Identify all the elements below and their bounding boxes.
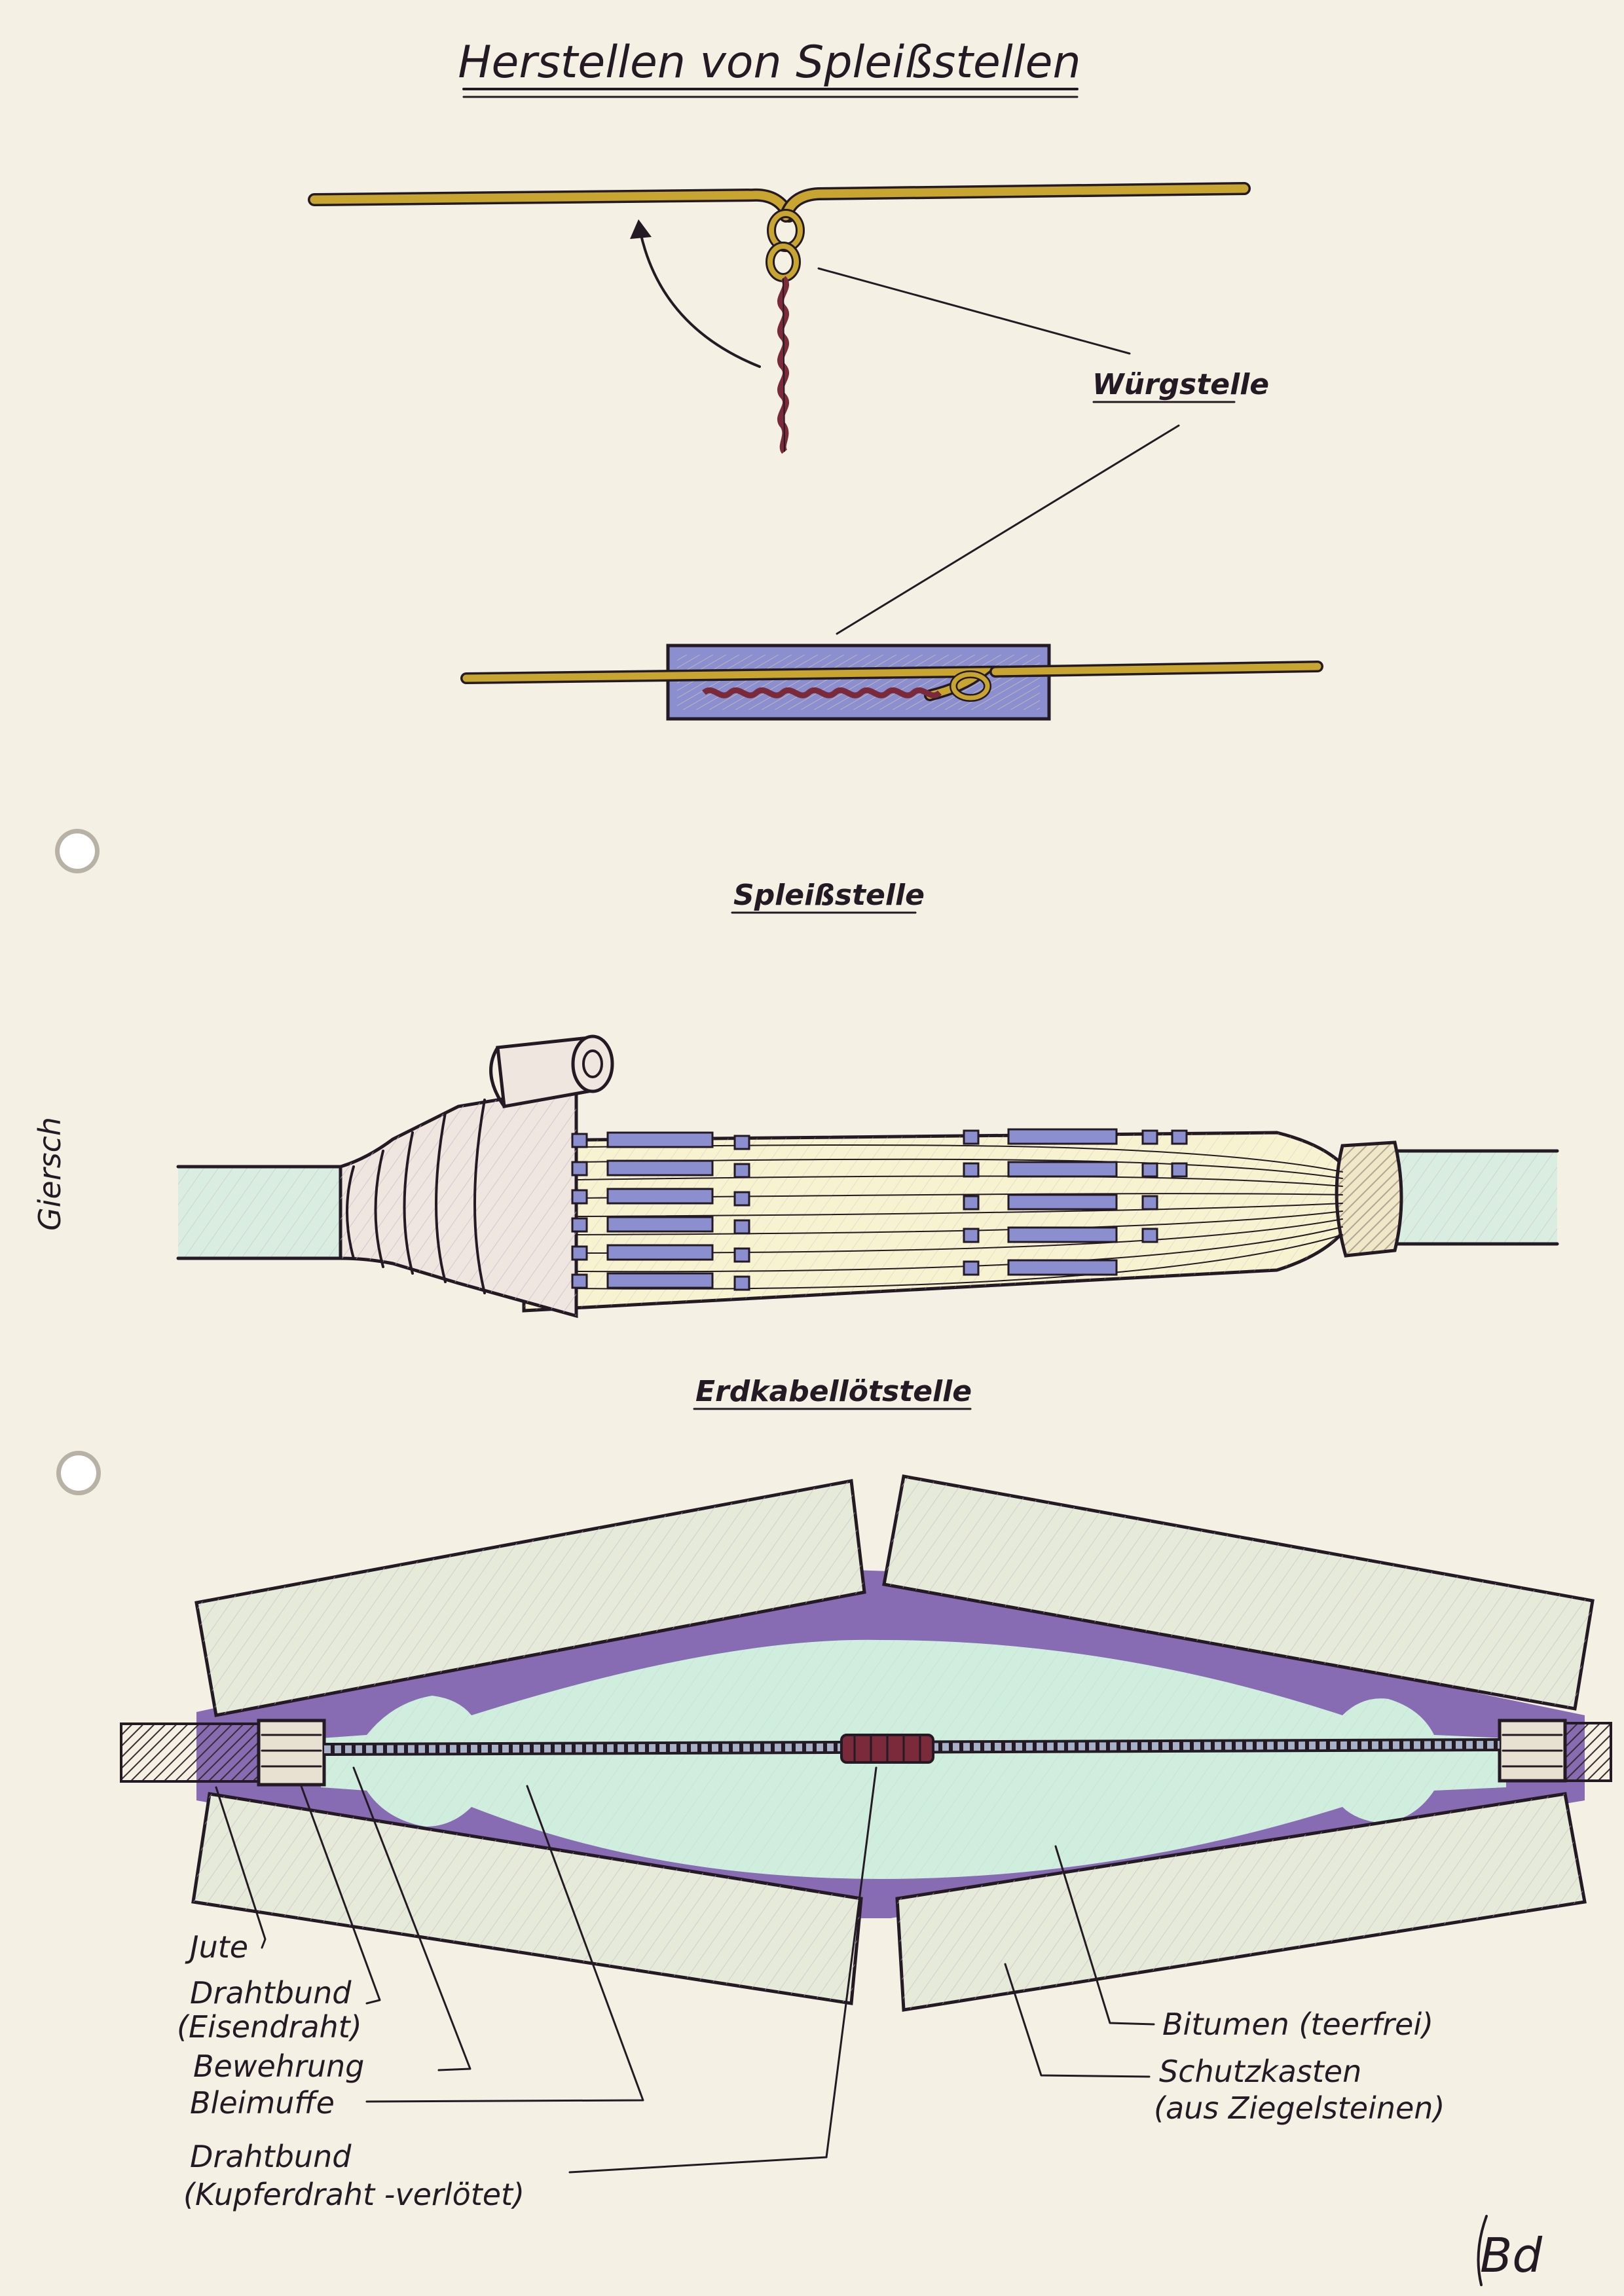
buried-joint-heading: Erdkabellötstelle	[693, 1375, 972, 1410]
sleeve-figure	[460, 424, 1323, 721]
svg-text:Giersch: Giersch	[32, 1117, 67, 1231]
label-protective-box-sub: (aus Ziegelsteinen)	[1154, 2090, 1445, 2126]
left-cable-end	[120, 1722, 267, 1783]
twist-joint-label: Würgstelle	[1092, 368, 1269, 401]
punch-holes	[55, 829, 101, 1495]
splice-sleeves-left	[571, 1131, 750, 1291]
cable-binding	[1335, 1140, 1403, 1258]
twist-wires-figure: Würgstelle	[308, 182, 1269, 454]
splice-heading: Spleißstelle	[731, 879, 925, 914]
cable-splice-figure	[176, 1034, 1559, 1319]
iron-wire-binding-left	[257, 1719, 326, 1787]
tape-roll	[489, 1034, 614, 1108]
svg-text:Spleißstelle: Spleißstelle	[733, 879, 925, 912]
svg-text:Herstellen von Spleißstellen: Herstellen von Spleißstellen	[458, 37, 1080, 88]
leader-lines	[215, 1766, 1155, 2174]
svg-text:Bd: Bd	[1480, 2228, 1543, 2283]
knot	[766, 209, 805, 282]
laid-twist	[702, 687, 942, 699]
buried-joint-figure: Jute Drahtbund (Eisendraht) Bewehrung Bl…	[120, 1474, 1612, 2212]
svg-text:Erdkabellötstelle: Erdkabellötstelle	[695, 1375, 972, 1408]
label-wire-binding-copper: Drahtbund	[190, 2139, 352, 2174]
label-wire-binding-iron-sub: (Eisendraht)	[177, 2009, 362, 2045]
label-jute: Jute	[185, 1929, 248, 1965]
label-bitumen: Bitumen (teerfrei)	[1162, 2007, 1433, 2042]
label-protective-box: Schutzkasten	[1159, 2054, 1361, 2089]
label-armouring: Bewehrung	[193, 2049, 364, 2084]
splice-sleeves-right	[963, 1128, 1188, 1276]
protective-box	[191, 1474, 1595, 2012]
label-wire-binding-iron: Drahtbund	[190, 1975, 352, 2011]
twist-direction-arrow	[639, 231, 761, 368]
author-name: Giersch	[32, 1117, 67, 1231]
label-wire-binding-copper-sub: (Kupferdraht -verlötet)	[183, 2177, 525, 2212]
label-lead-sleeve: Bleimuffe	[190, 2085, 335, 2121]
signature-initials: Bd	[1477, 2215, 1543, 2286]
page-title: Herstellen von Spleißstellen	[458, 37, 1081, 98]
